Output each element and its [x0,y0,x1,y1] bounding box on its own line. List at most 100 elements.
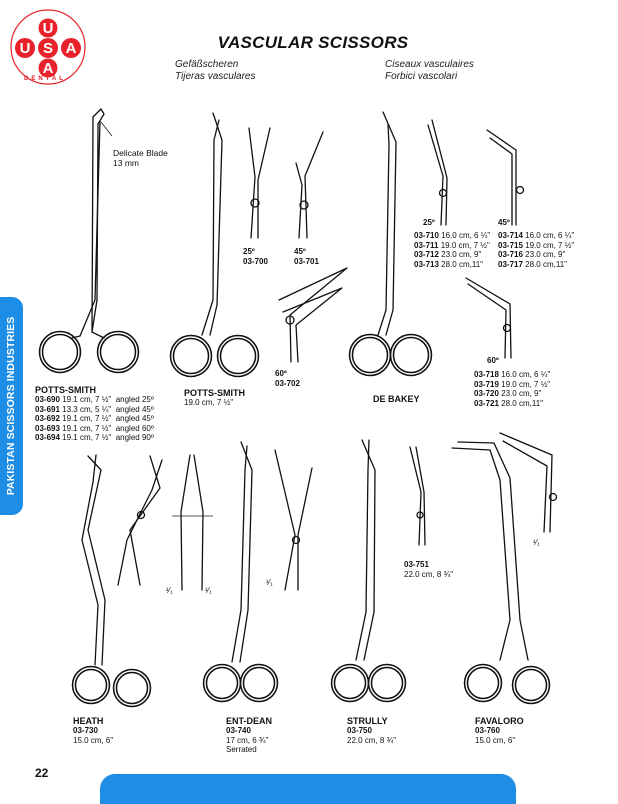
catalog-number: 03-719 [474,379,499,389]
size: 19.0 cm, 7 ½" [501,379,551,389]
catalog-number: 03-710 [414,231,439,240]
spec-row: 03-713 28.0 cm,11" [414,260,490,270]
potts-smith-2-illustration [169,112,260,378]
heath-illustration [71,454,152,708]
logo-arc-text: DENTAL [24,76,66,82]
tip-60-illustration [278,267,348,363]
de-bakey-tip-60-illustration [465,277,512,359]
logo-letter-a: A [65,40,77,57]
product-name: STRULLY [347,716,388,726]
spec-row: 03-712 23.0 cm, 9" [414,250,490,260]
de-bakey-group-25: 03-710 16.0 cm, 6 ¼" 03-711 19.0 cm, 7 ½… [414,231,490,269]
de-bakey-name: DE BAKEY [373,394,420,404]
angle: 25º [243,247,255,256]
catalog-number: 03-717 [498,259,523,269]
angle: angled 45º [115,404,154,414]
de-bakey-angle-45: 45º [498,218,510,227]
title-french: Ciseaux vasculaires [385,59,474,70]
heath-label: HEATH 03-730 15.0 cm, 6" [73,716,113,745]
spec-row: 03-716 23.0 cm, 9" [498,250,574,260]
catalog-number: 03-740 [226,726,251,735]
product-name: POTTS-SMITH [35,385,96,395]
spec-row: 03-690 19.1 cm, 7 ½" angled 25º [35,395,154,405]
size: 15.0 cm, 6" [475,735,516,745]
catalog-number: 03-715 [498,240,523,250]
catalog-number: 03-694 [35,433,60,442]
product-name: FAVALORO [475,716,524,726]
strully-tip-illustration [409,446,426,546]
catalog-number: 03-730 [73,726,98,735]
size: 13.3 cm, 5 ¼" [62,404,112,414]
de-bakey-angle-25: 25º [423,218,435,227]
scale-mark: ¹⁄₁ [266,578,273,587]
catalog-number: 03-760 [475,726,500,735]
catalog-number: 03-691 [35,404,60,414]
size: 28.0 cm,11" [501,398,543,408]
spec-row: 03-692 19.1 cm, 7 ½" angled 45º [35,414,154,424]
de-bakey-group-60: 03-718 16.0 cm, 6 ¼" 03-719 19.0 cm, 7 ½… [474,370,550,408]
catalog-number: 03-750 [347,726,372,735]
de-bakey-angle-60: 60º [487,356,499,365]
ent-dean-label: ENT-DEAN 03-740 17 cm, 6 ¾" Serrated [226,716,272,755]
catalog-number: 03-692 [35,414,60,423]
title-german: Gefäßscheren [175,59,239,70]
catalog-number: 03-721 [474,398,499,408]
size: 15.0 cm, 6" [73,735,114,745]
de-bakey-tip-25-illustration [427,119,448,226]
size: 16.0 cm, 6 ¼" [441,231,491,240]
catalog-number: 03-718 [474,370,499,379]
angle: angled 60º [115,423,154,433]
angle: 60º [275,369,287,378]
product-name: POTTS-SMITH [184,388,245,398]
size: 19.0 cm, 7 ½" [184,398,234,407]
annotation-line-2: 13 mm [113,158,139,168]
spec-row: 03-715 19.0 cm, 7 ½" [498,241,574,251]
size: 23.0 cm, 9" [525,250,566,259]
catalog-number: 03-690 [35,395,60,404]
spec-row: 03-717 28.0 cm,11" [498,260,574,270]
favaloro-tip-illustration [499,432,558,533]
tip-60-label: 60º 03-702 [275,369,300,388]
size: 19.0 cm, 7 ½" [525,240,575,250]
delicate-blade-annotation: Delicate Blade 13 mm [113,148,168,168]
spec-row: 03-721 28.0 cm,11" [474,399,550,409]
size: 19.0 cm, 7 ½" [440,240,490,250]
annotation-line-1: Delicate Blade [113,148,168,158]
angle: 45º [294,247,306,256]
size: 19.1 cm, 7 ½" [62,433,112,442]
de-bakey-group-45: 03-714 16.0 cm, 6 ¼" 03-715 19.0 cm, 7 ½… [498,231,574,269]
side-category-tab: PAKISTAN SCISSORS INDUSTRIES [0,297,23,515]
logo-letter-s: S [42,40,53,57]
strully-detail-label: 03-751 22.0 cm, 8 ¾" [404,560,453,579]
scale-mark: ¹⁄₁ [166,586,173,595]
angle: angled 25º [115,395,154,404]
catalog-number: 03-701 [294,256,319,266]
logo-letter-u2: U [19,40,31,57]
spec-row: 03-691 13.3 cm, 5 ¼" angled 45º [35,405,154,415]
logo-letter-u: U [42,20,54,37]
angle: angled 45º [115,414,154,423]
catalog-number: 03-712 [414,250,439,259]
catalog-number: 03-716 [498,250,523,259]
size: 16.0 cm, 6 ¼" [525,231,575,240]
spec-row: 03-711 19.0 cm, 7 ½" [414,241,490,251]
product-name: HEATH [73,716,104,726]
scale-mark: ¹⁄₁ [205,586,212,595]
footer-bar [100,774,516,804]
title-spanish: Tijeras vasculares [175,71,256,82]
catalog-number: 03-720 [474,389,499,398]
potts-smith-2-label: POTTS-SMITH 19.0 cm, 7 ½" [184,388,245,408]
size: 22.0 cm, 8 ¾" [404,569,454,579]
spec-row: 03-719 19.0 cm, 7 ½" [474,380,550,390]
note: Serrated [226,745,257,754]
spec-row: 03-693 19.1 cm, 7 ½" angled 60º [35,424,154,434]
size: 19.1 cm, 7 ½" [62,395,112,404]
strully-label: STRULLY 03-750 22.0 cm, 8 ¾" [347,716,396,745]
size: 17 cm, 6 ¾" [226,735,269,745]
tip-25-illustration [248,127,271,239]
spec-row: 03-714 16.0 cm, 6 ¼" [498,231,574,241]
usa-dental-logo: U U S A A DENTAL [6,5,90,89]
de-bakey-illustration [348,111,433,377]
page-number: 22 [35,766,49,780]
